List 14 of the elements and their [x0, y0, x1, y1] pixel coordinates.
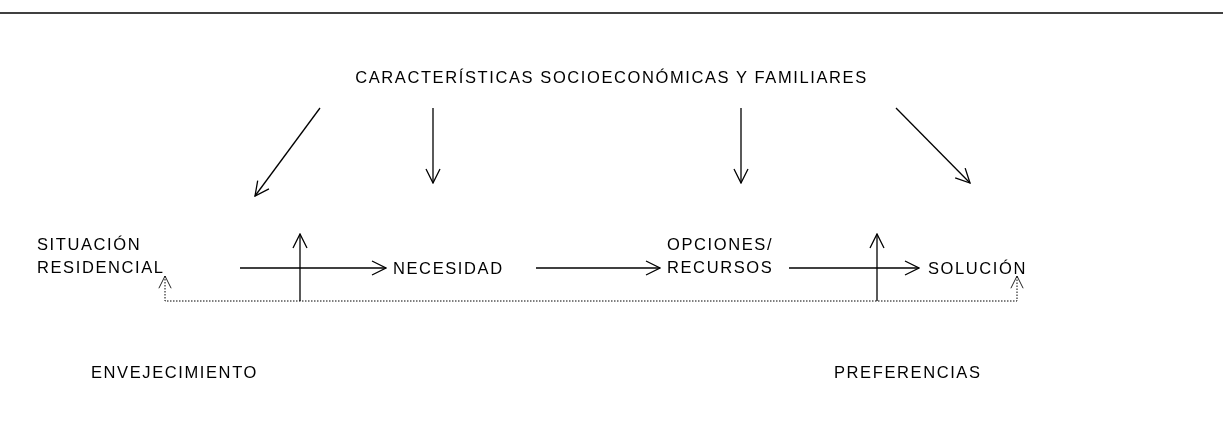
node-label: OPCIONES/ RECURSOS — [666, 234, 775, 278]
arrow — [239, 260, 387, 276]
node-label: CARACTERÍSTICAS SOCIOECONÓMICAS Y FAMILIARES — [354, 67, 869, 88]
node-label: NECESIDAD — [392, 258, 505, 279]
node-label: SITUACIÓN RESIDENCIAL — [37, 234, 166, 278]
arrow — [895, 107, 971, 184]
node-label: PREFERENCIAS — [834, 362, 983, 383]
arrow — [254, 107, 321, 197]
node-label: SOLUCIÓN — [927, 258, 1028, 279]
arrow — [535, 260, 661, 276]
arrow — [425, 107, 441, 184]
arrow — [788, 260, 920, 276]
node-label: ENVEJECIMIENTO — [91, 362, 259, 383]
arrow — [733, 107, 749, 184]
